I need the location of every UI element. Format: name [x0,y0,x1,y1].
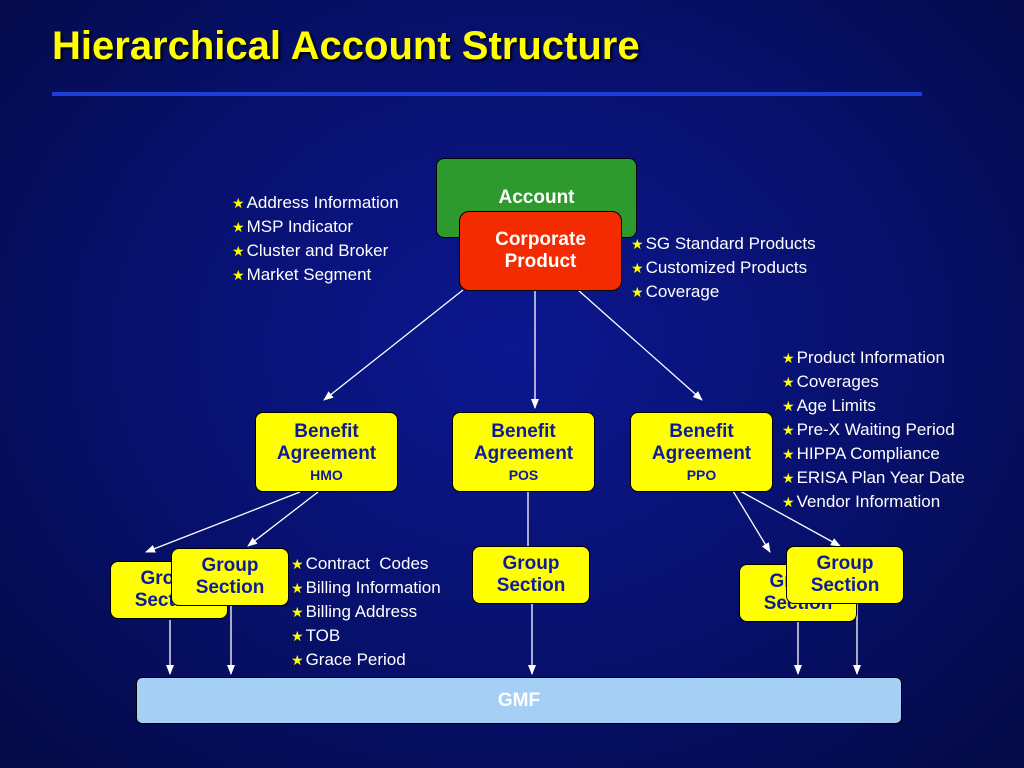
star-icon: ★ [291,628,304,644]
bullet-item: ★Age Limits [782,396,876,415]
arrow-hmo-to-gs1 [145,491,301,553]
gmf-node: GMF [136,677,902,724]
bullet-item: ★Coverage [631,282,720,301]
gs-line2: Section [810,575,880,596]
bullet-item: ★Pre-X Waiting Period [782,420,955,439]
bullet-item: ★Market Segment [232,265,372,284]
title-underline [52,92,922,96]
ba-line2: Agreement [276,442,377,464]
bullet-item: ★Coverages [782,372,879,391]
star-icon: ★ [782,494,795,510]
bullet-item: ★ERISA Plan Year Date [782,468,965,487]
arrow-corp-to-hmo [323,289,464,401]
group-section-pos: Group Section [472,546,590,604]
star-icon: ★ [782,350,795,366]
star-icon: ★ [782,446,795,462]
ba-line1: Benefit [294,421,359,443]
bullet-item: ★Billing Information [291,578,441,597]
group-section-ppo-front: Group Section [786,546,904,604]
star-icon: ★ [232,267,245,283]
bullet-item: ★Address Information [232,193,399,212]
star-icon: ★ [782,374,795,390]
group-section-info-list: ★Contract Codes ★Billing Information ★Bi… [291,552,441,672]
bullet-item: ★Contract Codes [291,554,429,573]
star-icon: ★ [232,219,245,235]
star-icon: ★ [291,556,304,572]
gmf-label: GMF [497,689,541,711]
ba-line1: Benefit [669,421,734,443]
bullet-item: ★Product Information [782,348,945,367]
star-icon: ★ [782,422,795,438]
gs-line1: Group [816,553,874,575]
bullet-item: ★Billing Address [291,602,418,621]
star-icon: ★ [232,243,245,259]
corporate-product-node: Corporate Product [459,211,622,291]
bullet-item: ★HIPPA Compliance [782,444,940,463]
star-icon: ★ [631,236,644,252]
arrow-hmo-to-gs2 [247,491,319,547]
star-icon: ★ [232,195,245,211]
arrow-ppo-to-gs2 [739,490,841,547]
ba-line2: Agreement [473,442,574,464]
account-info-list: ★Address Information ★MSP Indicator ★Clu… [232,191,399,287]
benefit-agreement-pos: Benefit Agreement POS [452,412,595,492]
bullet-item: ★Grace Period [291,650,406,669]
star-icon: ★ [631,260,644,276]
ba-line1: Benefit [491,421,556,443]
ba-type: HMO [310,466,343,483]
ba-type: PPO [686,466,717,483]
bullet-item: ★MSP Indicator [232,217,354,236]
gs-line1: Group [502,553,560,575]
arrow-ppo-to-gs1 [732,490,771,553]
star-icon: ★ [291,604,304,620]
bullet-item: ★TOB [291,626,341,645]
benefit-agreement-hmo: Benefit Agreement HMO [255,412,398,492]
gs-line2: Section [195,577,265,598]
benefit-agreement-info-list: ★Product Information ★Coverages ★Age Lim… [782,346,965,514]
star-icon: ★ [291,652,304,668]
gs-line2: Section [496,575,566,596]
bullet-item: ★Cluster and Broker [232,241,389,260]
star-icon: ★ [631,284,644,300]
ba-type: POS [508,466,539,483]
ba-line2: Agreement [651,442,752,464]
bullet-item: ★Customized Products [631,258,808,277]
arrow-corp-to-ppo [577,289,703,401]
group-section-hmo-front: Group Section [171,548,289,606]
slide-title: Hierarchical Account Structure [52,24,640,68]
bullet-item: ★Vendor Information [782,492,941,511]
benefit-agreement-ppo: Benefit Agreement PPO [630,412,773,492]
corporate-product-label-line2: Product [504,251,577,272]
corporate-product-label-line1: Corporate [495,229,586,251]
bullet-item: ★SG Standard Products [631,234,816,253]
gs-line1: Group [201,555,259,577]
account-label: Account [498,187,575,208]
corporate-product-info-list: ★SG Standard Products ★Customized Produc… [631,232,816,304]
star-icon: ★ [782,470,795,486]
star-icon: ★ [782,398,795,414]
star-icon: ★ [291,580,304,596]
